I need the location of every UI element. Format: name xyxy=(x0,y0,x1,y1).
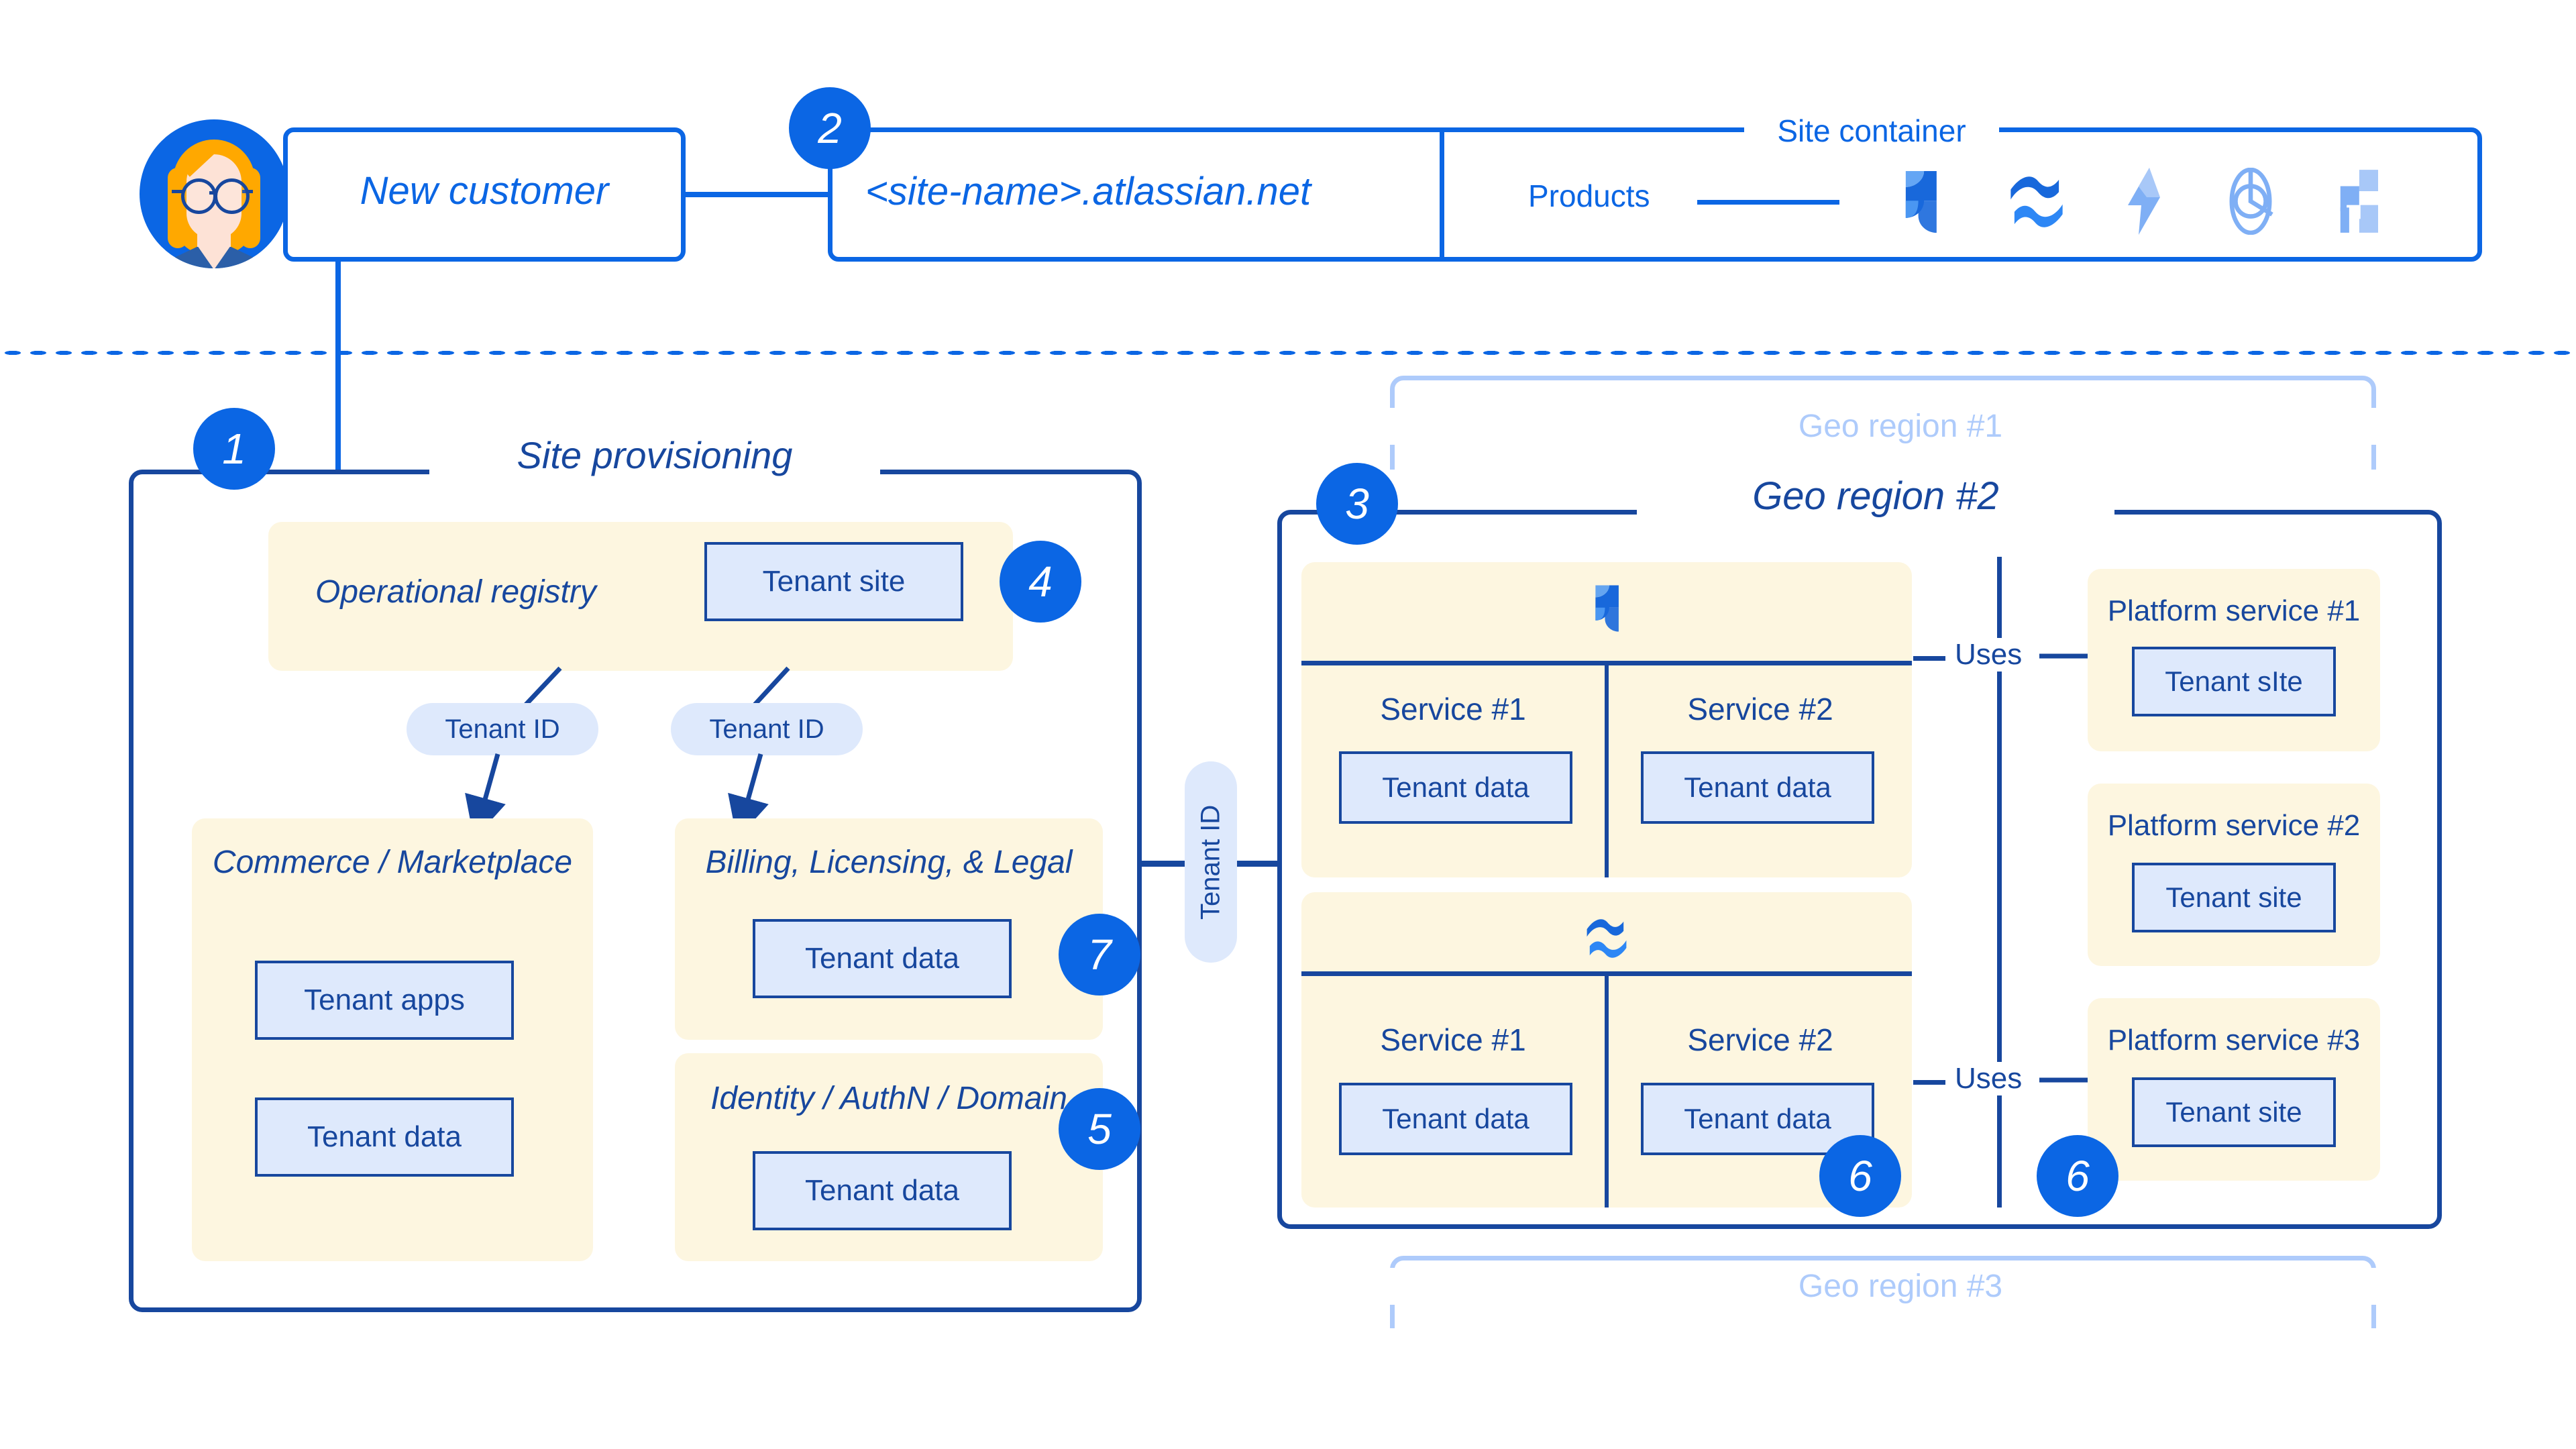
uses-arrow-1-stub xyxy=(1913,656,1956,661)
confluence-group-vertical-rule xyxy=(1605,971,1609,1208)
step-badge-4: 4 xyxy=(1000,541,1081,623)
billing-tenant-data-box[interactable]: Tenant data xyxy=(753,919,1012,998)
step-badge-1: 1 xyxy=(193,408,275,490)
tenant-id-vertical-pill: Tenant ID xyxy=(1185,761,1237,963)
step-badge-number: 1 xyxy=(222,425,246,473)
site-container-label-bg xyxy=(1744,113,1999,144)
confluence-service-1-title: Service #1 xyxy=(1380,1022,1526,1057)
site-container-label: Site container xyxy=(1777,113,1966,148)
tenant-id-connector-left-stub xyxy=(1140,861,1185,867)
confluence-service-1-tenant-data-box[interactable]: Tenant data xyxy=(1339,1083,1572,1155)
confluence-service-2-title: Service #2 xyxy=(1687,1022,1833,1057)
product-icon-compass xyxy=(2219,167,2282,235)
arrow-tenant-id-to-commerce xyxy=(465,753,506,839)
tenant-data-label: Tenant data xyxy=(805,942,959,975)
geo-region-2-internal-divider xyxy=(1997,557,2002,1208)
commerce-tenant-apps-box[interactable]: Tenant apps xyxy=(255,961,514,1040)
tenant-id-connector-right-stub xyxy=(1237,861,1281,867)
tenant-data-label: Tenant data xyxy=(1382,771,1529,803)
tenant-apps-label: Tenant apps xyxy=(304,983,465,1016)
step-badge-number: 6 xyxy=(2065,1152,2090,1200)
on-prem-cloud-divider xyxy=(0,350,2576,356)
tenant-data-label: Tenant data xyxy=(307,1120,462,1153)
connector-customer-to-url xyxy=(683,192,828,197)
tenant-data-label: Tenant data xyxy=(1684,1103,1831,1134)
geo-region-3-label: Geo region #3 xyxy=(1390,1268,2411,1305)
site-provisioning-label: Site provisioning xyxy=(429,433,880,477)
jira-service-1-title: Service #1 xyxy=(1380,692,1526,727)
step-badge-number: 7 xyxy=(1087,930,1112,979)
platform-service-3-tenant-site-box[interactable]: Tenant site xyxy=(2132,1077,2336,1147)
new-customer-box[interactable]: New customer xyxy=(283,127,686,262)
new-customer-avatar xyxy=(140,119,288,268)
products-label: Products xyxy=(1528,178,1650,213)
geo-region-3-mask xyxy=(1386,1328,2381,1449)
tenant-id-pill-label: Tenant ID xyxy=(709,714,824,744)
platform-service-1-title: Platform service #1 xyxy=(2107,594,2361,627)
product-icon-jira xyxy=(1892,171,1949,233)
step-badge-6-right: 6 xyxy=(2037,1135,2118,1217)
identity-authn-domain-title: Identity / AuthN / Domain xyxy=(710,1081,1067,1116)
step-badge-number: 6 xyxy=(1848,1152,1872,1200)
commerce-tenant-data-box[interactable]: Tenant data xyxy=(255,1097,514,1177)
step-badge-6-left: 6 xyxy=(1819,1135,1901,1217)
tenant-data-label: Tenant data xyxy=(1684,771,1831,803)
step-badge-number: 4 xyxy=(1028,557,1053,606)
platform-service-1-tenant-site-box[interactable]: Tenant sIte xyxy=(2132,647,2336,716)
site-url-label: <site-name>.atlassian.net xyxy=(865,170,1311,213)
tenant-site-label: Tenant sIte xyxy=(2165,665,2303,697)
jira-service-2-title: Service #2 xyxy=(1687,692,1833,727)
tenant-site-label: Tenant site xyxy=(2165,1096,2302,1128)
platform-service-3-title: Platform service #3 xyxy=(2107,1024,2361,1057)
jira-service-1-tenant-data-box[interactable]: Tenant data xyxy=(1339,751,1572,824)
site-container-separator xyxy=(1440,131,1444,258)
step-badge-number: 3 xyxy=(1345,480,1369,528)
tenant-site-label: Tenant site xyxy=(2165,881,2302,913)
operational-registry-tenant-site-box[interactable]: Tenant site xyxy=(704,542,963,621)
step-badge-number: 2 xyxy=(818,104,842,152)
platform-service-2-title: Platform service #2 xyxy=(2107,809,2361,842)
step-badge-2: 2 xyxy=(789,87,871,169)
geo-region-1-label: Geo region #1 xyxy=(1390,408,2411,445)
step-badge-number: 5 xyxy=(1087,1105,1112,1153)
new-customer-label: New customer xyxy=(360,169,609,213)
tenant-data-label: Tenant data xyxy=(805,1174,959,1207)
connector-customer-to-provisioning xyxy=(335,259,341,480)
jira-group-icon xyxy=(1585,585,1628,632)
uses-label-1: Uses xyxy=(1945,638,2032,672)
uses-label-2: Uses xyxy=(1945,1062,2032,1095)
jira-group-vertical-rule xyxy=(1605,661,1609,877)
confluence-group-icon xyxy=(1583,915,1630,962)
step-badge-3: 3 xyxy=(1316,463,1398,545)
tenant-id-pill-label: Tenant ID xyxy=(445,714,560,744)
tenant-id-pill-commerce: Tenant ID xyxy=(407,703,598,755)
platform-service-2-tenant-site-box[interactable]: Tenant site xyxy=(2132,863,2336,932)
product-icon-jira-service-management xyxy=(2328,169,2388,233)
tenant-data-label: Tenant data xyxy=(1382,1103,1529,1134)
site-container-frame xyxy=(828,127,2482,262)
products-rule xyxy=(1697,200,1839,205)
tenant-id-connector-label: Tenant ID xyxy=(1195,804,1226,920)
commerce-marketplace-panel xyxy=(192,818,593,1261)
jira-service-2-tenant-data-box[interactable]: Tenant data xyxy=(1641,751,1874,824)
operational-registry-title: Operational registry xyxy=(315,574,596,610)
product-icon-bitbucket-pipelines xyxy=(2123,168,2165,235)
tenant-id-pill-billing: Tenant ID xyxy=(671,703,863,755)
arrow-tenant-id-to-billing xyxy=(728,753,769,839)
commerce-marketplace-title: Commerce / Marketplace xyxy=(212,845,573,880)
uses-arrow-2-stub xyxy=(1913,1080,1956,1085)
product-icon-confluence xyxy=(2006,171,2068,233)
identity-tenant-data-box[interactable]: Tenant data xyxy=(753,1151,1012,1230)
tenant-site-label: Tenant site xyxy=(762,565,906,598)
geo-region-2-label: Geo region #2 xyxy=(1637,474,2114,519)
step-badge-5: 5 xyxy=(1059,1088,1140,1170)
step-badge-7: 7 xyxy=(1059,914,1140,996)
billing-licensing-legal-title: Billing, Licensing, & Legal xyxy=(705,845,1073,880)
